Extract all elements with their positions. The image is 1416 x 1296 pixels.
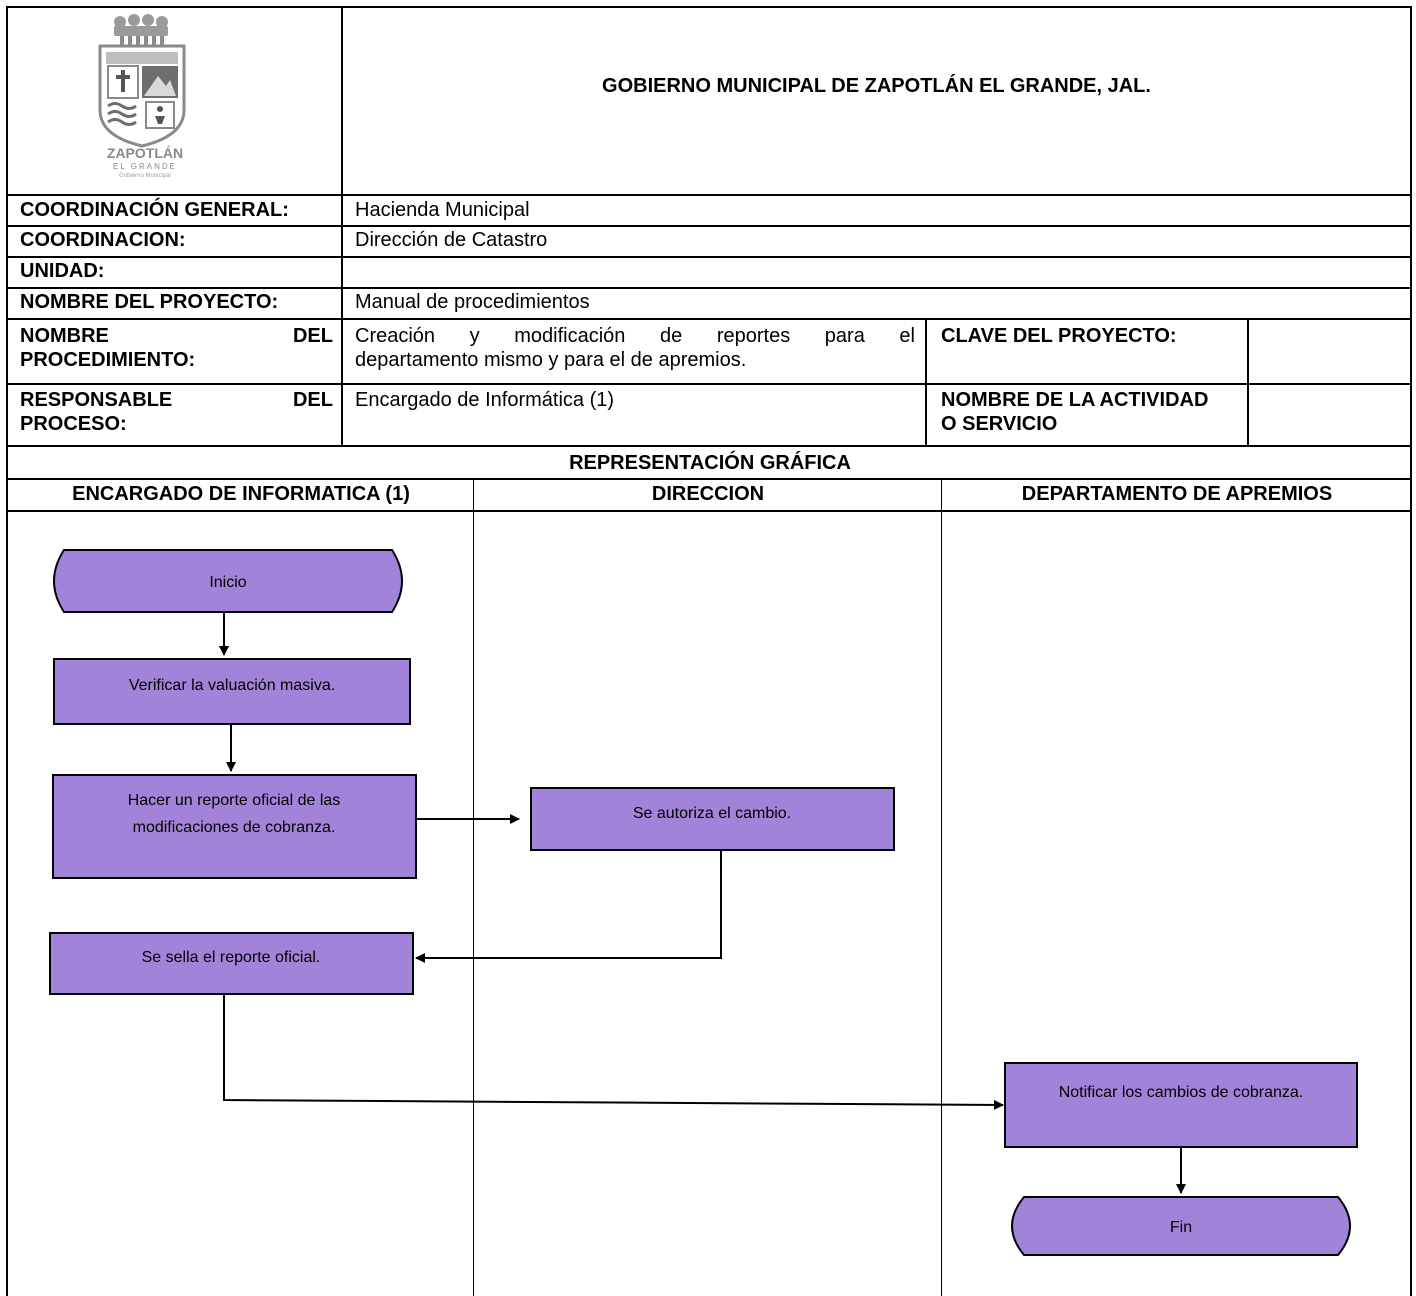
terminator-shape bbox=[1011, 1196, 1351, 1256]
nombre-procedimiento-value-line2: departamento mismo y para el de apremios… bbox=[355, 349, 747, 371]
clave-proyecto-label: CLAVE DEL PROYECTO: bbox=[941, 325, 1177, 347]
logo-name: ZAPOTLÁN bbox=[107, 145, 183, 161]
section-title: REPRESENTACIÓN GRÁFICA bbox=[569, 452, 851, 474]
process-box bbox=[1004, 1062, 1358, 1148]
process-box bbox=[49, 932, 414, 995]
process-box bbox=[530, 787, 895, 851]
coordinacion-value: Dirección de Catastro bbox=[355, 229, 548, 251]
node-fin-label: Fin bbox=[1170, 1219, 1192, 1236]
node-notificar: Notificar los cambios de cobranza. bbox=[1004, 1062, 1358, 1148]
actividad-label-line2: O SERVICIO bbox=[941, 413, 1058, 435]
node-verificar-label: Verificar la valuación masiva. bbox=[129, 677, 335, 694]
actividad-label-line1: NOMBRE DE LA ACTIVIDAD bbox=[941, 389, 1209, 411]
responsable-label-line2: PROCESO: bbox=[20, 413, 127, 435]
node-sella: Se sella el reporte oficial. bbox=[49, 932, 414, 995]
process-box bbox=[53, 658, 411, 725]
header-logo: ZAPOTLÁN EL GRANDE Gobierno Municipal bbox=[86, 14, 204, 180]
node-autoriza: Se autoriza el cambio. bbox=[530, 787, 895, 851]
unidad-label: UNIDAD: bbox=[20, 260, 105, 282]
nombre-proyecto-label: NOMBRE DEL PROYECTO: bbox=[20, 291, 279, 313]
node-fin: Fin bbox=[1011, 1196, 1351, 1256]
node-inicio: Inicio bbox=[53, 549, 403, 613]
responsable-value: Encargado de Informática (1) bbox=[355, 389, 615, 411]
node-verificar: Verificar la valuación masiva. bbox=[53, 658, 411, 725]
connector-autoriza-sella bbox=[415, 850, 722, 963]
logo-caption: Gobierno Municipal bbox=[119, 173, 171, 179]
page-title-text: GOBIERNO MUNICIPAL DE ZAPOTLÁN EL GRANDE… bbox=[602, 75, 1151, 97]
node-reporte-label-line1: Hacer un reporte oficial de las bbox=[128, 792, 341, 809]
zapotlan-coat-of-arms-icon: ZAPOTLÁN EL GRANDE Gobierno Municipal bbox=[98, 14, 186, 179]
page-title: GOBIERNO MUNICIPAL DE ZAPOTLÁN EL GRANDE… bbox=[341, 74, 1412, 104]
nombre-procedimiento-value-line1: Creación y modificación de reportes para… bbox=[355, 325, 915, 347]
actividad-label: NOMBRE DE LA ACTIVIDAD O SERVICIO bbox=[929, 388, 1249, 444]
nombre-proyecto-value: Manual de procedimientos bbox=[355, 291, 590, 313]
process-box bbox=[52, 774, 417, 879]
connector-sella-notificar bbox=[223, 995, 1004, 1110]
terminator-shape bbox=[53, 549, 403, 613]
lane-header-apremios: DEPARTAMENTO DE APREMIOS bbox=[1021, 483, 1333, 505]
responsable-label: RESPONSABLE DEL PROCESO: bbox=[8, 388, 341, 444]
node-sella-label: Se sella el reporte oficial. bbox=[142, 949, 321, 966]
nombre-procedimiento-label-line2: PROCEDIMIENTO: bbox=[20, 349, 196, 371]
node-inicio-label: Inicio bbox=[209, 574, 246, 591]
node-reporte: Hacer un reporte oficial de las modifica… bbox=[52, 774, 417, 879]
lane-header-informatica: ENCARGADO DE INFORMATICA (1) bbox=[72, 483, 410, 505]
node-reporte-label-line2: modificaciones de cobranza. bbox=[133, 819, 336, 836]
nombre-procedimiento-label: NOMBRE DEL PROCEDIMIENTO: bbox=[8, 324, 341, 380]
responsable-label-line1: RESPONSABLE DEL bbox=[20, 389, 333, 411]
logo-subtitle: EL GRANDE bbox=[113, 162, 177, 171]
coordinacion-general-label: COORDINACIÓN GENERAL: bbox=[20, 199, 289, 221]
nombre-procedimiento-value: Creación y modificación de reportes para… bbox=[341, 324, 925, 380]
nombre-procedimiento-label-line1: NOMBRE DEL bbox=[20, 325, 333, 347]
coordinacion-general-value: Hacienda Municipal bbox=[355, 199, 530, 221]
node-notificar-label: Notificar los cambios de cobranza. bbox=[1059, 1084, 1304, 1101]
coordinacion-label: COORDINACION: bbox=[20, 229, 186, 251]
node-autoriza-label: Se autoriza el cambio. bbox=[633, 805, 791, 822]
lane-header-direccion: DIRECCION bbox=[651, 483, 765, 505]
